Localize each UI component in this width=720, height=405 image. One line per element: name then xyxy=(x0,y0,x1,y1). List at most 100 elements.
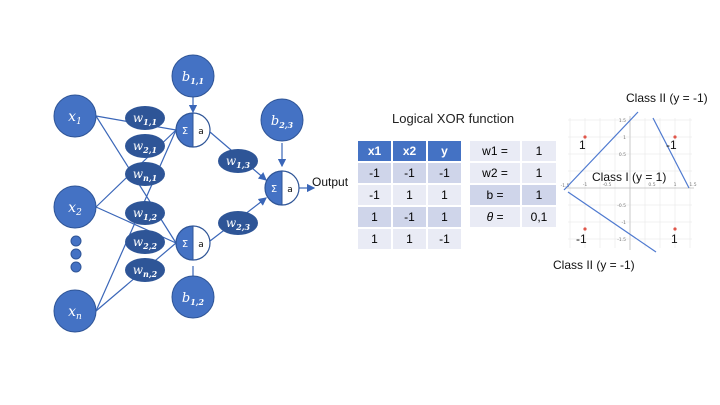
svg-text:w2,3: w2,3 xyxy=(226,216,251,232)
header-y: y xyxy=(428,141,461,161)
bias-node-b23: b2,3 xyxy=(260,98,304,142)
table-cell: -1 xyxy=(393,207,426,227)
ellipsis-dots xyxy=(70,235,82,273)
bias-node-b11: b1,1 xyxy=(171,54,215,98)
table-cell: 1 xyxy=(428,207,461,227)
param-value: 1 xyxy=(522,185,556,205)
class-label-top: Class II (y = -1) xyxy=(626,91,708,105)
input-node-1: x1 xyxy=(53,94,97,138)
point-bl xyxy=(583,227,587,231)
table-row: 1 1 -1 xyxy=(358,229,461,249)
param-row: θ = 0,1 xyxy=(470,207,556,227)
svg-text:-0.5: -0.5 xyxy=(617,203,626,209)
svg-text:-0.5: -0.5 xyxy=(603,182,612,188)
point-label-tl: 1 xyxy=(579,138,586,152)
svg-text:a: a xyxy=(287,185,293,195)
xor-truth-table: x1 x2 y -1 -1 -1 -1 1 1 1 -1 1 1 1 -1 xyxy=(356,139,463,251)
decision-line-lower-b xyxy=(567,191,657,253)
table-row: -1 1 1 xyxy=(358,185,461,205)
xor-title: Logical XOR function xyxy=(392,111,515,126)
point-tl xyxy=(583,135,587,139)
svg-text:x1: x1 xyxy=(68,109,82,127)
param-label: w1 = xyxy=(470,141,520,161)
svg-text:w2,1: w2,1 xyxy=(133,139,157,155)
svg-text:w1,2: w1,2 xyxy=(133,206,158,222)
param-value: 0,1 xyxy=(522,207,556,227)
svg-text:1: 1 xyxy=(674,182,677,188)
param-row: w2 = 1 xyxy=(470,163,556,183)
svg-text:b1,2: b1,2 xyxy=(182,291,205,307)
svg-text:x2: x2 xyxy=(68,200,82,218)
table-cell: 1 xyxy=(358,207,391,227)
param-value: 1 xyxy=(522,141,556,161)
weight-w11: w1,1 xyxy=(125,106,165,130)
table-header-row: x1 x2 y xyxy=(358,141,461,161)
svg-text:1: 1 xyxy=(623,135,626,141)
point-label-br: 1 xyxy=(671,232,678,246)
decision-line-lower xyxy=(563,111,639,191)
weight-wn2: wn,2 xyxy=(125,258,165,282)
svg-text:w1,1: w1,1 xyxy=(133,111,157,127)
point-br xyxy=(673,227,677,231)
table-cell: -1 xyxy=(358,185,391,205)
param-label: w2 = xyxy=(470,163,520,183)
hidden-neuron-2: Σ a xyxy=(175,225,211,261)
svg-text:wn,2: wn,2 xyxy=(133,263,158,279)
svg-text:0.5: 0.5 xyxy=(619,152,626,158)
decision-line-upper-a xyxy=(652,117,690,189)
weight-wn1: wn,1 xyxy=(125,162,165,186)
input-node-2: x2 xyxy=(53,185,97,229)
table-cell: -1 xyxy=(358,163,391,183)
table-cell: -1 xyxy=(428,163,461,183)
svg-text:b2,3: b2,3 xyxy=(271,114,294,130)
table-cell: 1 xyxy=(393,185,426,205)
table-cell: -1 xyxy=(393,163,426,183)
plot-ticks: 1.5 1 0.5 -0.5 -1 -1.5 -1.5 -1 -0.5 0.5 … xyxy=(561,118,697,243)
svg-text:-1.5: -1.5 xyxy=(617,237,626,243)
svg-text:-1.5: -1.5 xyxy=(561,183,570,189)
svg-text:Σ: Σ xyxy=(182,126,188,137)
svg-text:w1,3: w1,3 xyxy=(226,154,251,170)
svg-text:Σ: Σ xyxy=(182,239,188,250)
hidden-neuron-1: Σ a xyxy=(175,112,211,148)
svg-text:0.5: 0.5 xyxy=(648,182,655,188)
svg-text:xn: xn xyxy=(68,304,82,322)
param-row: b = 1 xyxy=(470,185,556,205)
weight-w23: w2,3 xyxy=(218,211,258,235)
weight-w13: w1,3 xyxy=(218,149,258,173)
svg-text:-1: -1 xyxy=(622,220,627,226)
weight-w21: w2,1 xyxy=(125,134,165,158)
weight-w22: w2,2 xyxy=(125,230,165,254)
param-label: b = xyxy=(470,185,520,205)
table-cell: 1 xyxy=(428,185,461,205)
xor-plot: 1.5 1 0.5 -0.5 -1 -1.5 -1.5 -1 -0.5 0.5 … xyxy=(561,111,697,253)
class-label-middle: Class I (y = 1) xyxy=(592,170,667,184)
bias-node-b12: b1,2 xyxy=(171,275,215,319)
point-label-tr: -1 xyxy=(666,138,677,152)
header-x2: x2 xyxy=(393,141,426,161)
param-row: w1 = 1 xyxy=(470,141,556,161)
plot-axes xyxy=(566,116,694,250)
svg-text:b1,1: b1,1 xyxy=(182,70,204,86)
point-tr xyxy=(673,135,677,139)
table-row: -1 -1 -1 xyxy=(358,163,461,183)
weight-w12: w1,2 xyxy=(125,201,165,225)
parameter-table: w1 = 1 w2 = 1 b = 1 θ = 0,1 xyxy=(468,139,558,229)
point-label-bl: -1 xyxy=(576,232,587,246)
svg-text:1.5: 1.5 xyxy=(689,182,696,188)
svg-text:w2,2: w2,2 xyxy=(133,235,158,251)
table-cell: 1 xyxy=(393,229,426,249)
table-cell: 1 xyxy=(358,229,391,249)
table-row: 1 -1 1 xyxy=(358,207,461,227)
svg-text:1.5: 1.5 xyxy=(619,118,626,124)
input-node-n: xn xyxy=(53,289,97,333)
class-label-bottom: Class II (y = -1) xyxy=(553,258,635,272)
svg-text:Σ: Σ xyxy=(271,184,277,195)
svg-text:-1: -1 xyxy=(583,182,588,188)
output-label: Output xyxy=(312,175,349,189)
param-label: θ = xyxy=(470,207,520,227)
svg-text:a: a xyxy=(198,127,204,137)
svg-text:wn,1: wn,1 xyxy=(133,167,157,183)
output-neuron: Σ a xyxy=(264,170,300,206)
